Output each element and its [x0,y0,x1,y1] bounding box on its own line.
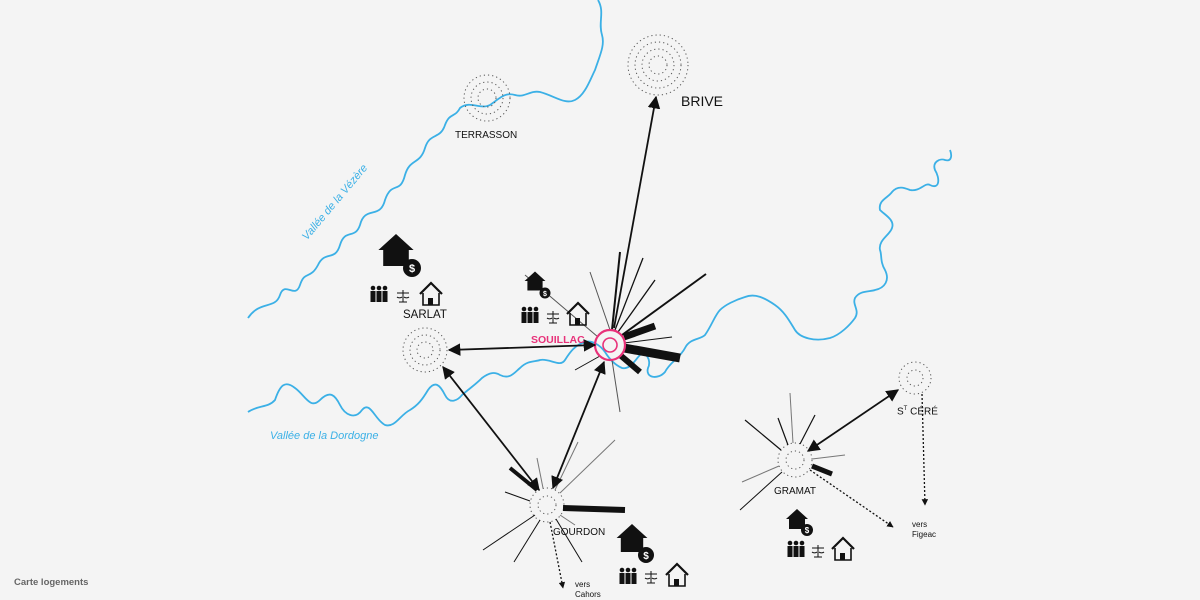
house-icon [419,281,443,306]
souillac-rays [524,251,707,413]
river-vezere [247,0,604,319]
scale-icon [546,311,560,324]
terrasson-marker [463,74,511,122]
city-label-terrasson: TERRASSON [455,130,518,141]
people-icon [370,285,388,302]
gourdon-rays [482,439,626,563]
city-label-brive: BRIVE [681,93,724,109]
house-icon [566,301,590,326]
house-icon [665,562,689,587]
svg-text:$: $ [543,291,547,298]
brive-marker [627,34,689,96]
scale-icon [396,290,410,303]
city-label-souillac: SOUILLAC [531,334,585,346]
svg-text:$: $ [805,526,810,535]
st-cere-marker [898,361,932,395]
gramat-marker [777,442,813,478]
city-label-sarlat: SARLAT [403,309,447,321]
souillac-marker-inner [602,337,618,353]
sarlat-marker [402,327,448,373]
svg-text:$: $ [409,263,415,275]
city-label-st-cere: ST CÉRÉ [897,406,938,418]
river-label-dordogne: Vallée de la Dordogne [270,430,379,442]
connections [442,95,900,491]
house-dollar-icon [524,271,546,291]
gourdon-icons: $ [616,524,689,587]
river-dordogne [247,149,953,427]
gramat-icons: $ [786,509,855,561]
sarlat-icons: $ [370,234,443,306]
scale-icon [811,545,825,558]
map-caption: Carte logements [14,577,89,588]
people-icon [619,567,637,584]
svg-text:$: $ [643,551,649,562]
people-icon [521,306,539,323]
gourdon-marker [529,487,565,523]
city-label-gramat: GRAMAT [774,486,817,497]
people-icon [787,540,805,557]
city-label-gourdon: GOURDON [553,527,606,538]
dollar-badge-icon [403,259,421,277]
direction-arrows [549,393,929,589]
scale-icon [644,571,658,584]
souillac-icons: $ [521,271,590,326]
house-icon [831,536,855,561]
